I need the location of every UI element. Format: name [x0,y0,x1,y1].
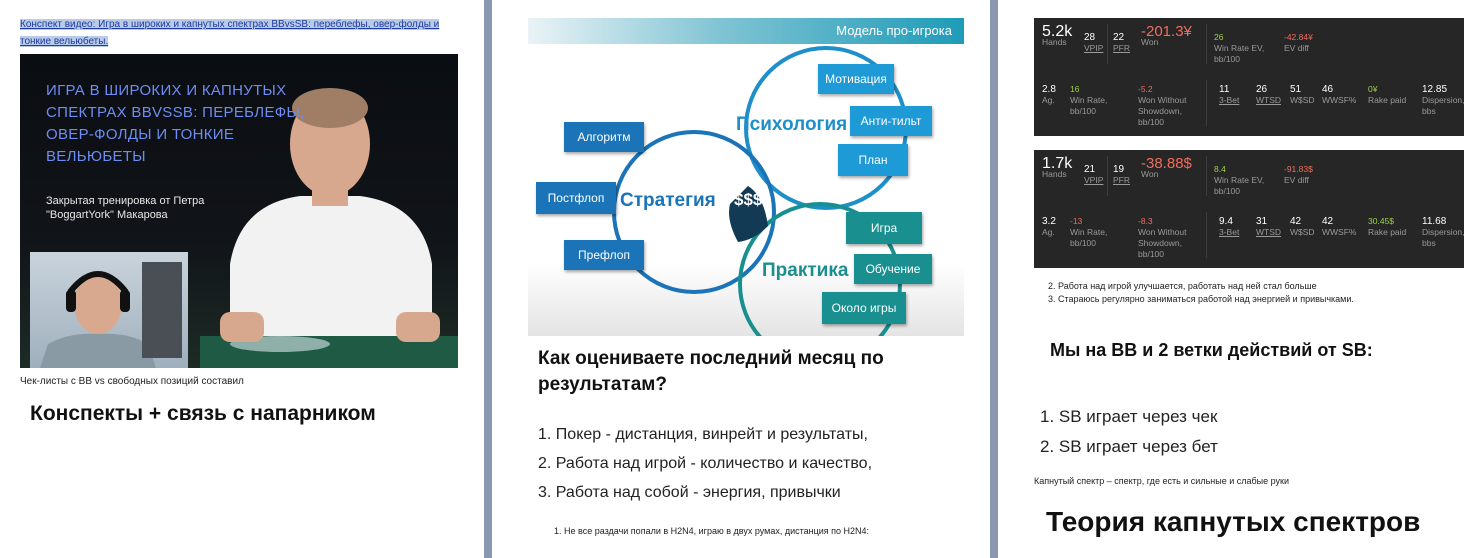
list-item: 1. SB играет через чек [1040,407,1218,426]
document-page-2: Модель про-игрока Психология Стратегия П… [492,0,990,558]
list-item: 3. Работа над собой - энергия, привычки [538,484,841,501]
practice-label: Практика [762,260,849,281]
page-heading: Конспекты + связь с напарником [30,402,376,425]
game-box: Игра [846,212,922,244]
bb-heading: Мы на BB и 2 ветки действий от SB: [1050,340,1373,360]
anti-tilt-box: Анти-тильт [850,106,932,136]
algorithm-box: Алгоритм [564,122,644,152]
list-item: 3. Стараюсь регулярно заниматься работой… [1048,294,1354,304]
definition-text: Капнутый спектр – спектр, где есть и сил… [1034,476,1289,486]
theory-heading: Теория капнутых спектров [1046,506,1421,537]
list-item: 2. Работа над игрой - количество и качес… [538,455,873,472]
list-item: 2. SB играет через бет [1040,437,1218,456]
plan-box: План [838,144,908,176]
slide-header: Модель про-игрока [528,18,964,44]
video-title: ИГРА В ШИРОКИХ И КАПНУТЫХ СПЕКТРАХ BBvsS… [46,82,305,165]
motivation-box: Мотивация [818,64,894,94]
video-link[interactable]: Конспект видео: Игра в широких и капнуты… [20,19,440,47]
sb-options-list: 1. SB играет через чек 2. SB играет чере… [1040,402,1218,462]
caption: Чек-листы с BB vs свободных позиций сост… [20,376,244,387]
psychology-label: Психология [736,114,848,135]
strategy-label: Стратегия [620,190,716,211]
presenter-image [200,88,458,368]
around-game-box: Около игры [822,292,906,324]
money-label: $$$ [734,190,763,209]
document-page-1: Конспект видео: Игра в широких и капнуты… [0,0,484,558]
pro-player-model-slide: Модель про-игрока Психология Стратегия П… [528,18,964,336]
webcam-overlay [30,252,188,368]
page-separator [990,0,998,558]
training-box: Обучение [854,254,932,284]
preflop-box: Префлоп [564,240,644,270]
answers-list: 1. Покер - дистанция, винрейт и результа… [538,420,872,507]
list-item: 1. Покер - дистанция, винрейт и результа… [538,426,868,443]
question-heading: Как оцениваете последний месяц по резуль… [538,348,884,395]
postflop-box: Постфлоп [536,182,616,214]
video-subtitle: Закрытая тренировка от Петра "BoggartYor… [46,195,205,221]
list-item: 2. Работа над игрой улучшается, работать… [1048,281,1317,291]
video-thumbnail[interactable]: ИГРА В ШИРОКИХ И КАПНУТЫХ СПЕКТРАХ BBvsS… [20,54,458,368]
points-list: 2. Работа над игрой улучшается, работать… [1048,280,1354,306]
page-separator [484,0,492,558]
footnote: 1. Не все раздачи попали в H2N4, играю в… [554,526,870,536]
